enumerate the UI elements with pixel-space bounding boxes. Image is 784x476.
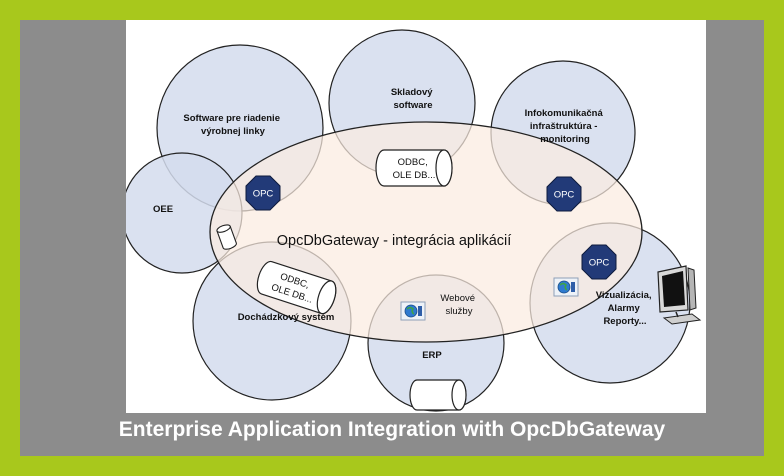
label-vizualizacia: Vizualizácia, Alarmy Reporty... (596, 290, 654, 327)
label-oee: OEE (153, 204, 173, 215)
db-label: ODBC, OLE DB... (393, 157, 436, 181)
opc-label: OPC (253, 189, 274, 200)
database-cylinder-icon: ODBC, OLE DB... (256, 260, 337, 315)
database-cylinder-icon: ODBC, OLE DB... (375, 149, 453, 187)
label-dochadzkovy: Dochádzkový systém (238, 312, 335, 323)
opc-label: OPC (589, 258, 610, 269)
label-infokomunikacna: Infokomunikačná infraštruktúra - monitor… (525, 108, 606, 145)
caption-title: Enterprise Application Integration with … (118, 418, 666, 441)
database-cylinder-icon (409, 379, 467, 411)
opc-octagon-icon: OPC (581, 244, 617, 280)
label-erp: ERP (422, 350, 442, 361)
opc-label: OPC (554, 190, 575, 201)
center-label: OpcDbGateway - integrácia aplikácií (277, 233, 512, 249)
globe-icon (400, 301, 426, 321)
globe-icon (553, 277, 579, 297)
database-cylinder-icon (216, 224, 237, 250)
label-webove: Webové služby (440, 293, 477, 317)
content-panel: Software pre riadenie výrobnej linky Skl… (20, 20, 764, 456)
diagram-svg: Software pre riadenie výrobnej linky Skl… (126, 29, 702, 412)
integration-diagram: Software pre riadenie výrobnej linky Skl… (126, 20, 706, 413)
label-software-riadenie: Software pre riadenie výrobnej linky (183, 113, 282, 137)
opc-octagon-icon: OPC (245, 175, 281, 211)
opc-octagon-icon: OPC (546, 176, 582, 212)
label-skladovy: Skladový software (391, 87, 435, 111)
monitor-icon (657, 265, 702, 325)
